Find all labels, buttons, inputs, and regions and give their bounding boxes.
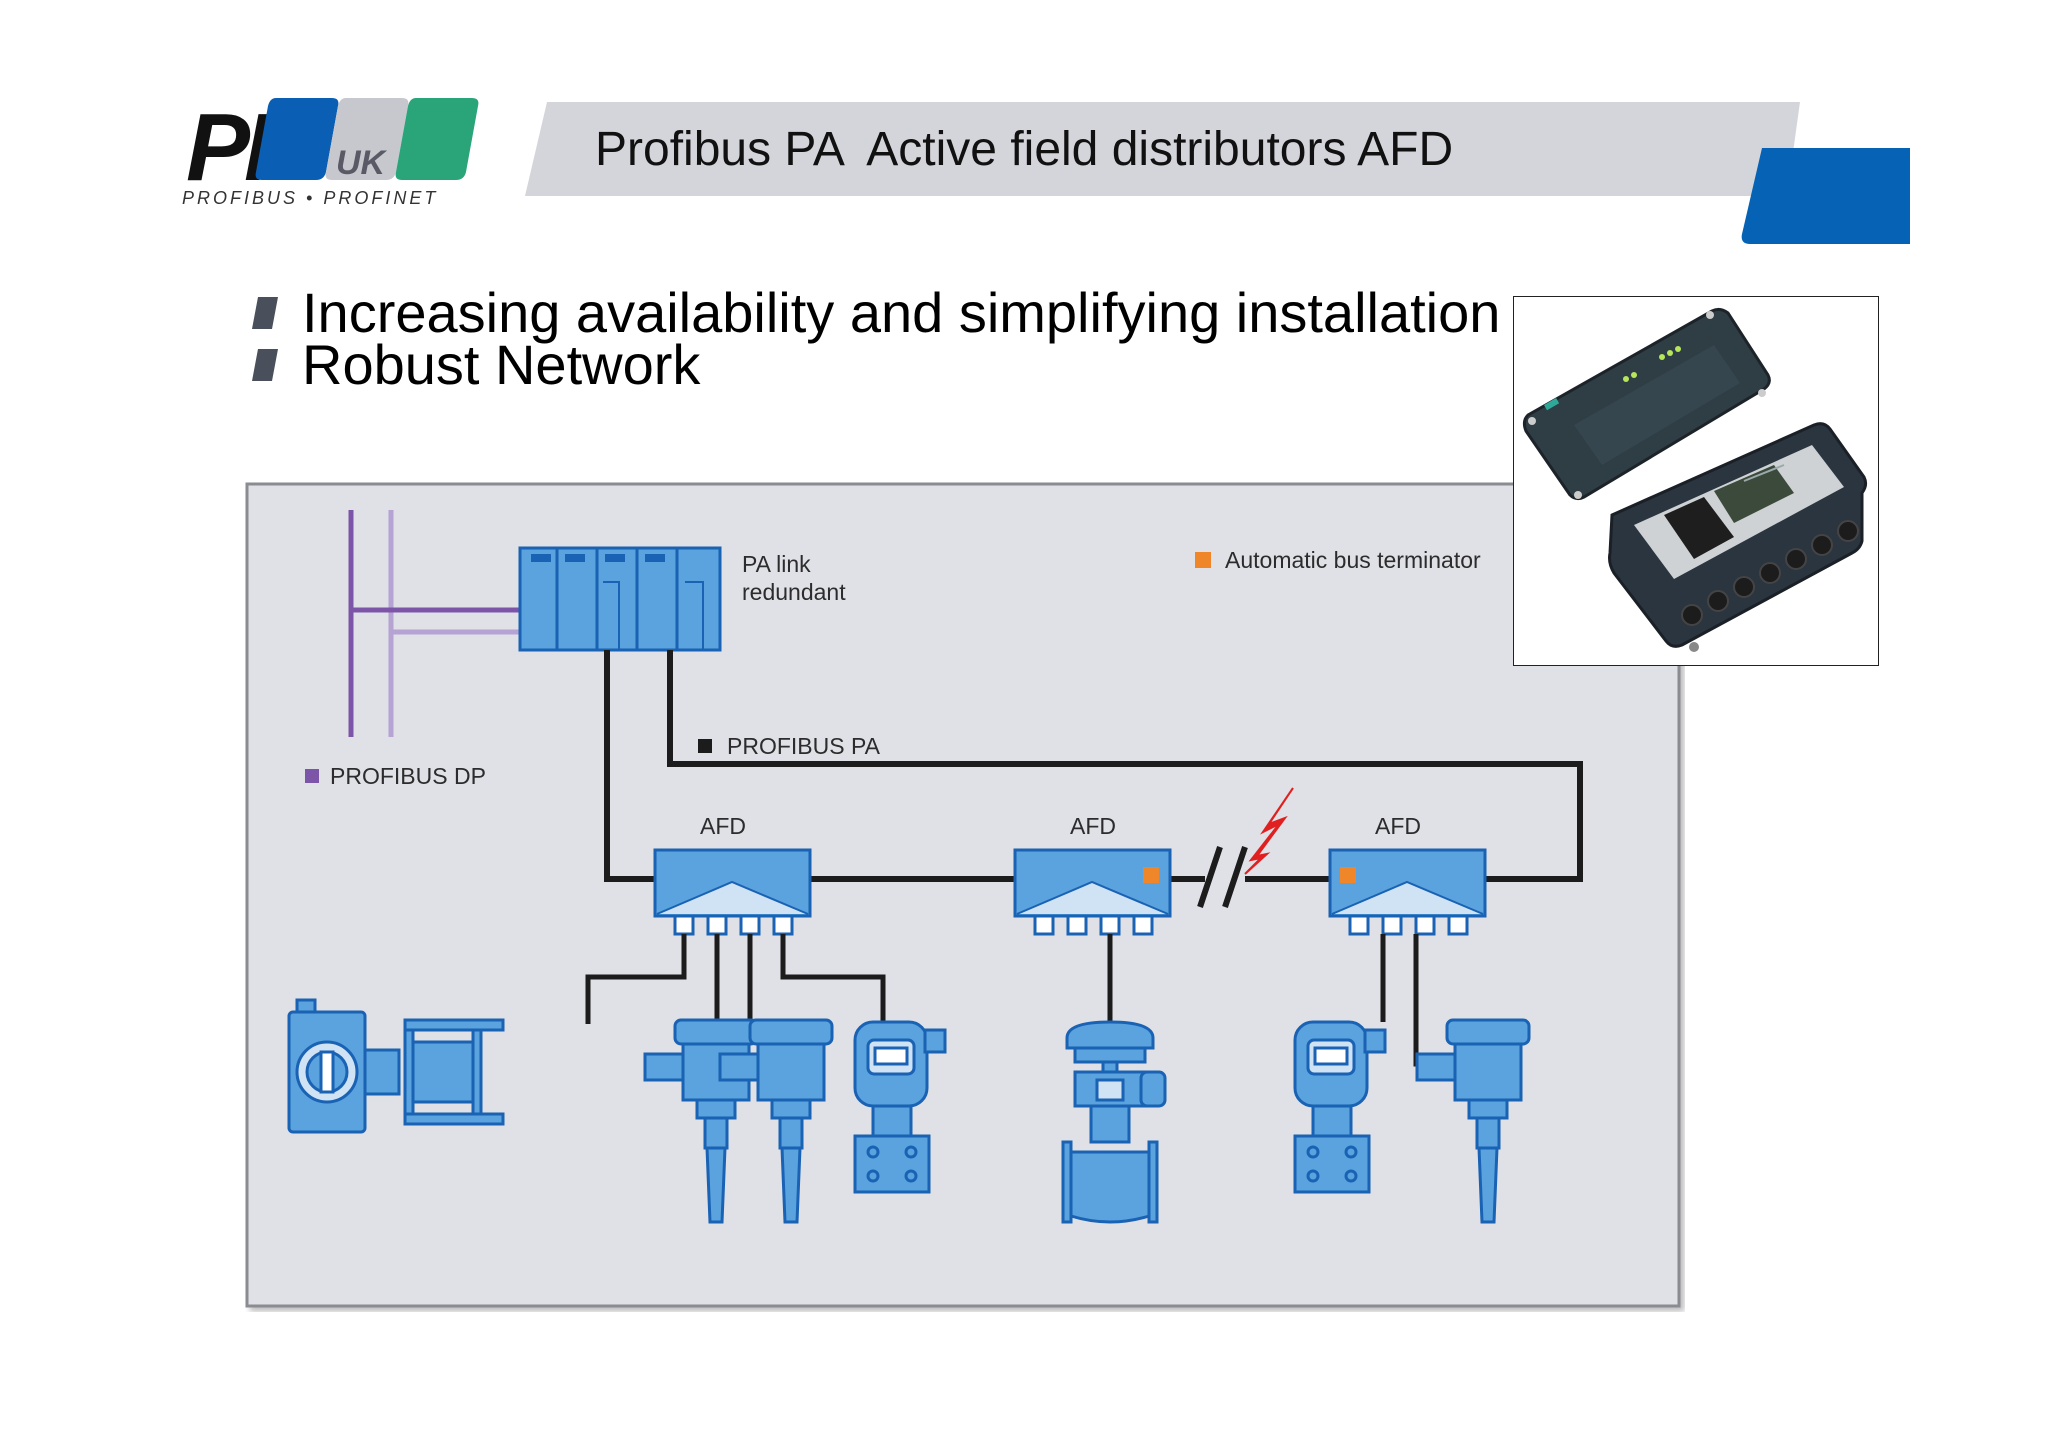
afd-enclosure (1608, 422, 1868, 652)
dp-legend-label: PROFIBUS DP (330, 763, 486, 789)
slide-title: Profibus PA Active field distributors AF… (595, 123, 1454, 176)
afd-product-photo (1513, 296, 1879, 666)
afd-label: AFD (1375, 813, 1421, 839)
afd-label: AFD (1070, 813, 1116, 839)
pressure-transmitter-device (1293, 1020, 1387, 1194)
bullet-marker-icon (252, 349, 278, 381)
pressure-transmitter-device (853, 1020, 947, 1194)
pa-legend-swatch (698, 739, 712, 753)
fault-lightning-icon (1244, 787, 1294, 875)
logo-tagline: PROFIBUS • PROFINET (182, 188, 438, 208)
afd-label: AFD (700, 813, 746, 839)
bullet-marker-icon (252, 297, 278, 329)
logo-blue-tile (255, 98, 339, 180)
pa-link-label: PA link (742, 551, 811, 577)
afd-box (1328, 848, 1487, 936)
control-valve-device (1061, 1020, 1167, 1224)
logo-grey-tile (325, 98, 409, 180)
afd-network-diagram: PA link redundant Automatic bus terminat… (245, 482, 1685, 1312)
dp-legend-swatch (305, 769, 319, 783)
title-bar (525, 102, 1800, 196)
logo-region: UK (336, 144, 388, 182)
pa-link-label: redundant (742, 579, 846, 605)
flow-meter-device (287, 998, 505, 1134)
level-probe-device (718, 1018, 834, 1224)
afd-box (1013, 848, 1172, 936)
logo-green-tile (395, 98, 479, 180)
afd-box (653, 848, 812, 936)
logo-mark: PI (186, 94, 273, 201)
profibus-pa-bus (604, 650, 1583, 908)
bullet-text: Robust Network (302, 333, 701, 396)
profibus-dp-bus (348, 510, 520, 737)
afd-lid (1522, 307, 1771, 501)
bus-terminator (1143, 867, 1159, 883)
terminator-legend-label: Automatic bus terminator (1225, 547, 1481, 573)
bullet-item: Robust Network (252, 335, 700, 395)
bullet-text: Increasing availability and simplifying … (302, 281, 1501, 344)
pa-legend-label: PROFIBUS PA (727, 733, 881, 759)
pa-link-redundant (518, 546, 722, 652)
bullet-item: Increasing availability and simplifying … (252, 283, 1500, 343)
pi-uk-logo: PI UK PROFIBUS • PROFINET (180, 92, 480, 222)
terminator-legend-swatch (1195, 552, 1211, 568)
title-accent-block (1740, 148, 1910, 244)
level-probe-device (1415, 1018, 1531, 1224)
bus-terminator (1340, 867, 1356, 883)
